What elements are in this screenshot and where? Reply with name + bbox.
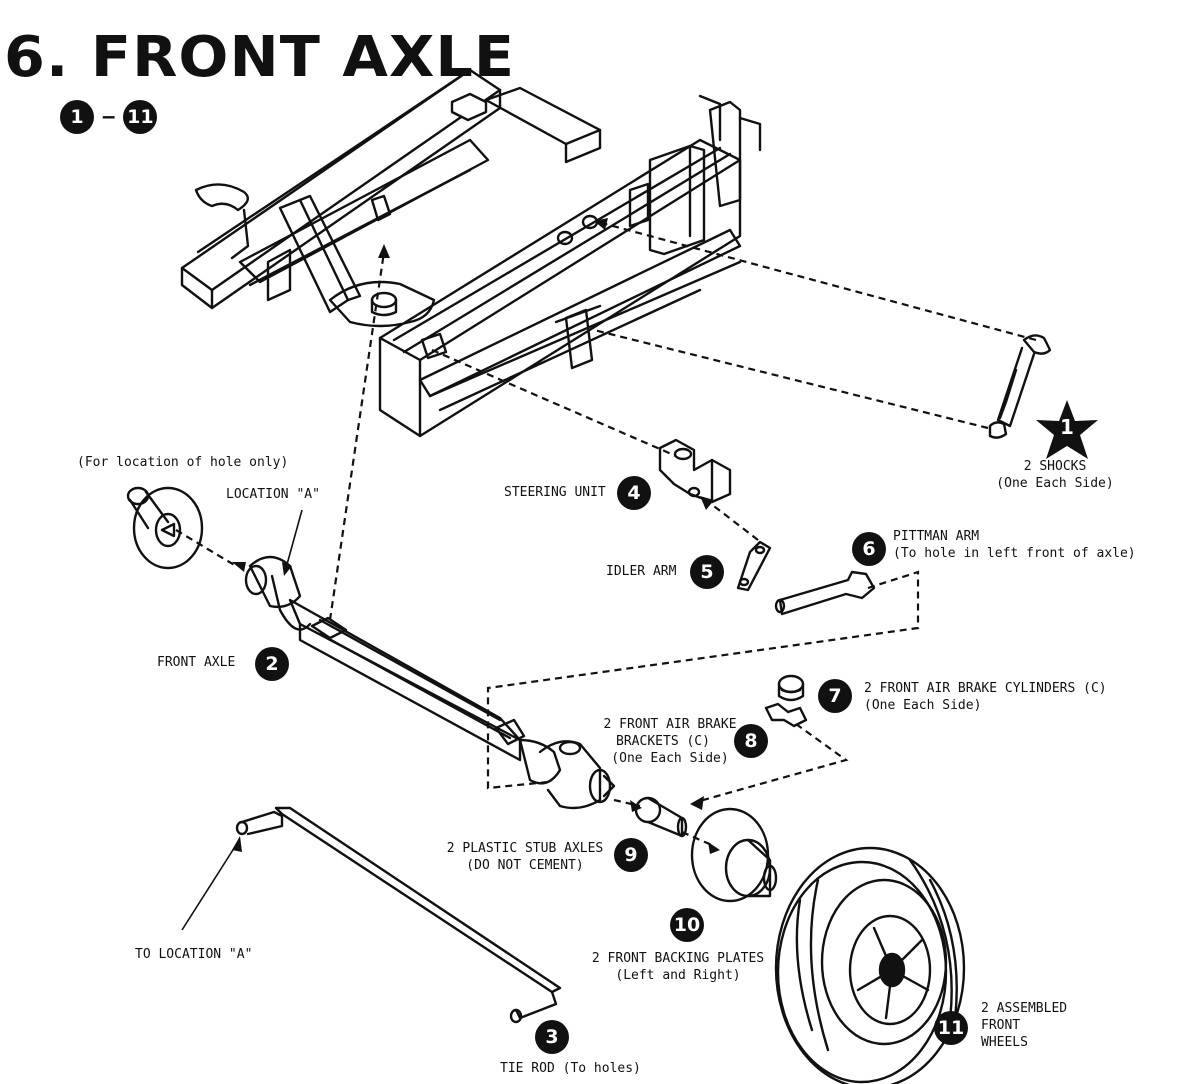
part-8-label-line-2: BRACKETS (C) xyxy=(616,734,710,749)
part-9-label: 2 PLASTIC STUB AXLES (DO NOT CEMENT) xyxy=(440,840,610,874)
step-range-end: 11 xyxy=(123,100,158,134)
to-location-a-label: TO LOCATION "A" xyxy=(135,947,253,962)
part-9-badge: 9 xyxy=(614,838,648,872)
part-11-badge: 11 xyxy=(934,1011,968,1045)
step-range-start: 1 xyxy=(60,100,94,134)
part-3-badge: 3 xyxy=(535,1020,569,1054)
part-8-badge: 8 xyxy=(734,724,768,758)
part-7-label-line-1: 2 FRONT AIR BRAKE CYLINDERS (C) xyxy=(864,681,1107,696)
hole-locator-part xyxy=(126,486,204,570)
part-4-label: STEERING UNIT xyxy=(504,485,606,500)
part-8-label-line-1: 2 FRONT AIR BRAKE xyxy=(603,717,737,732)
part-7-label-line-2: (One Each Side) xyxy=(864,698,982,713)
tie-rod-part-3 xyxy=(235,806,562,1024)
pittman-arm-part-6 xyxy=(774,570,876,616)
part-6-label-line-1: PITTMAN ARM xyxy=(893,529,980,544)
part-6-label-line-2: (To hole in left front of axle) xyxy=(893,546,1136,561)
shock-absorber-part-1 xyxy=(988,334,1052,439)
page-title: 6. FRONT AXLE xyxy=(4,25,516,90)
steering-unit-part-4 xyxy=(658,438,732,504)
part-6-label: PITTMAN ARM (To hole in left front of ax… xyxy=(893,528,1136,562)
part-8-label-line-3: (One Each Side) xyxy=(611,751,729,766)
part-10-label: 2 FRONT BACKING PLATES (Left and Right) xyxy=(585,950,771,984)
part-10-badge: 10 xyxy=(670,908,704,942)
chassis-frame xyxy=(180,68,762,438)
part-4-badge: 4 xyxy=(617,476,651,510)
location-a-label: LOCATION "A" xyxy=(226,487,320,502)
stub-axle-part-9 xyxy=(634,796,688,838)
part-8-label: 2 FRONT AIR BRAKE BRACKETS (C) (One Each… xyxy=(582,716,758,767)
part-1-number: 1 xyxy=(1060,415,1074,439)
part-6-badge: 6 xyxy=(852,532,886,566)
part-11-label-line-3: WHEELS xyxy=(981,1035,1028,1050)
brake-cylinder-part-7 xyxy=(777,674,805,702)
part-10-label-line-2: (Left and Right) xyxy=(615,968,741,983)
part-9-label-line-2: (DO NOT CEMENT) xyxy=(466,858,584,873)
part-3-label: TIE ROD (To holes) xyxy=(500,1061,641,1076)
part-1-label-line-1: 2 SHOCKS xyxy=(1023,459,1087,474)
idler-arm-part-5 xyxy=(736,540,772,592)
part-1-label: 2 SHOCKS (One Each Side) xyxy=(990,458,1120,492)
part-7-label: 2 FRONT AIR BRAKE CYLINDERS (C) (One Eac… xyxy=(864,680,1107,714)
part-2-label: FRONT AXLE xyxy=(157,655,236,670)
part-5-label: IDLER ARM xyxy=(606,564,677,579)
part-7-badge: 7 xyxy=(818,679,852,713)
part-2-badge: 2 xyxy=(255,647,289,681)
part-1-label-line-2: (One Each Side) xyxy=(996,476,1114,491)
part-11-label: 2 ASSEMBLED FRONT WHEELS xyxy=(981,1000,1067,1051)
backing-plate-part-10 xyxy=(690,807,778,903)
wheel-part-11 xyxy=(774,846,966,1084)
part-1-star-badge: 1 xyxy=(1034,398,1100,464)
part-5-badge: 5 xyxy=(690,555,724,589)
part-11-label-line-2: FRONT xyxy=(981,1018,1021,1033)
part-11-label-line-1: 2 ASSEMBLED xyxy=(981,1001,1068,1016)
brake-bracket-part-8 xyxy=(764,702,808,728)
step-range: 1 – 11 xyxy=(60,100,158,134)
step-range-separator: – xyxy=(102,103,116,130)
star-icon xyxy=(1036,400,1098,459)
hole-location-note: (For location of hole only) xyxy=(77,455,289,470)
part-10-label-line-1: 2 FRONT BACKING PLATES xyxy=(591,951,765,966)
part-9-label-line-1: 2 PLASTIC STUB AXLES xyxy=(446,841,604,856)
front-axle-part-2 xyxy=(244,555,616,810)
